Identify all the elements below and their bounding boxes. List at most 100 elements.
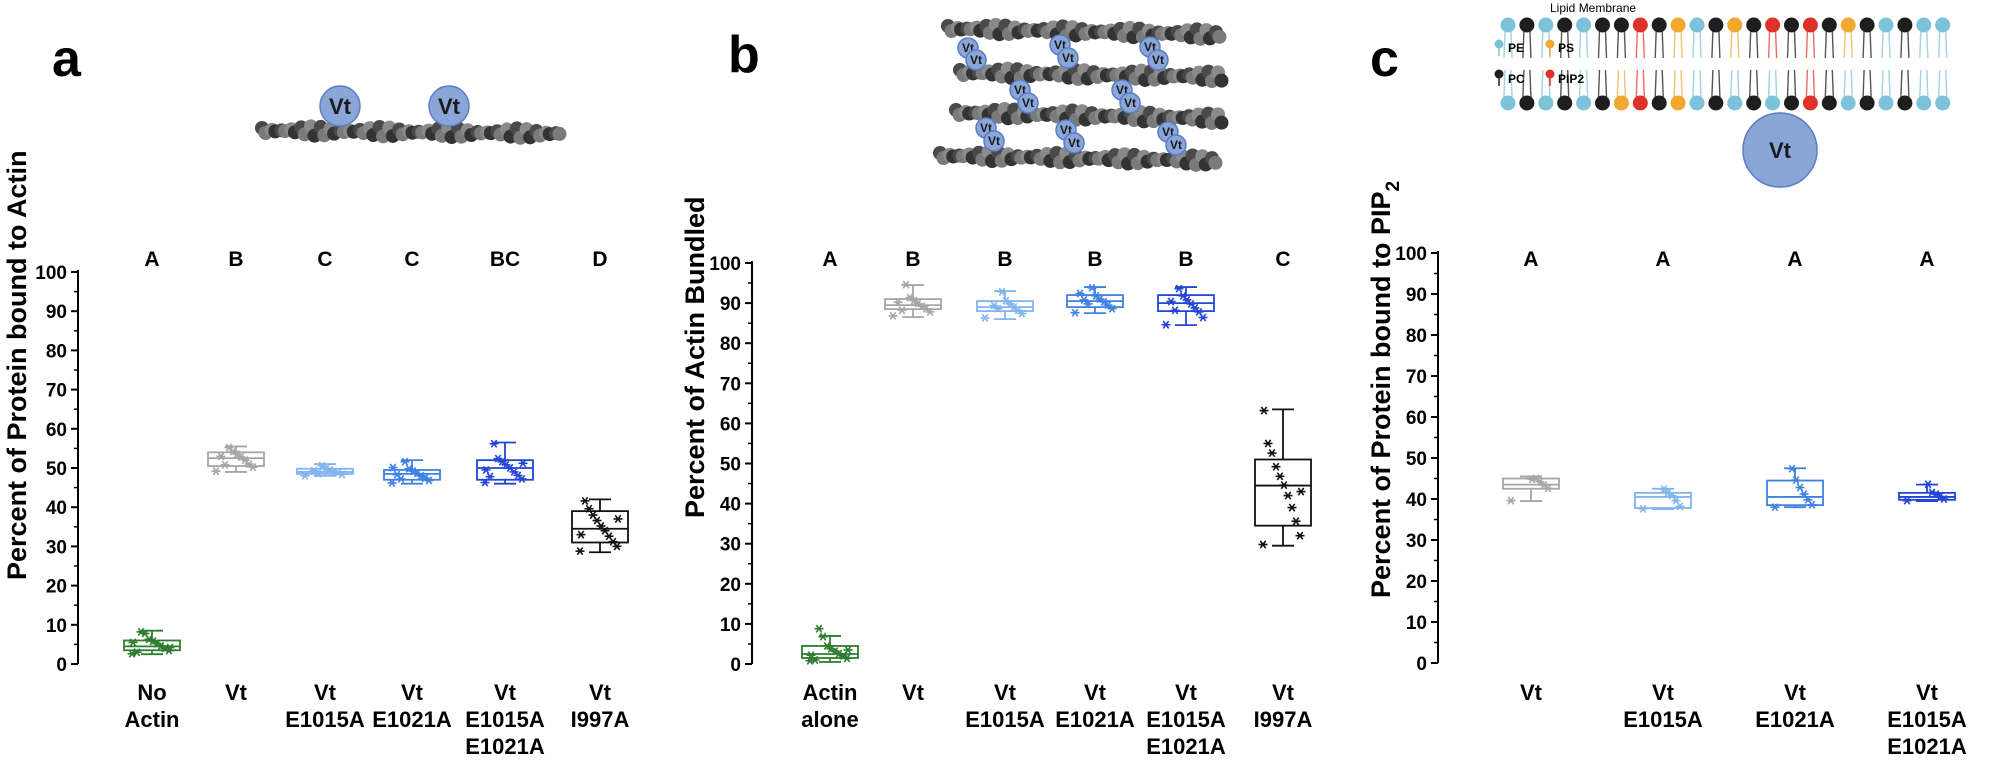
data-point (1663, 488, 1673, 497)
category-label: Actin (803, 680, 858, 705)
lipid-tail (1786, 30, 1797, 59)
lipid-tail (1824, 30, 1834, 59)
data-point-stroke (1276, 472, 1284, 481)
data-point-stroke (831, 647, 839, 656)
lipid-head (1538, 17, 1554, 33)
data-point (1275, 472, 1285, 481)
lipid-tail (1635, 30, 1645, 59)
lipid-head (1670, 17, 1686, 33)
lipid-head (1632, 17, 1648, 33)
data-point-stroke (1171, 306, 1179, 315)
box-group-1 (801, 624, 859, 665)
lipid-head (1916, 95, 1932, 111)
vinculin-tail-label: Vt (1170, 138, 1182, 152)
y-tick-label: 30 (46, 537, 67, 558)
lipid-tail (1938, 69, 1948, 98)
y-tick-label: 40 (1406, 490, 1427, 511)
data-point (993, 304, 1003, 313)
significance-letter: B (1087, 248, 1102, 271)
lipid-tail (1616, 69, 1627, 98)
data-point (165, 643, 175, 652)
data-point (909, 296, 919, 305)
lipid-tail (1749, 30, 1759, 59)
lipid-tail (1522, 30, 1532, 59)
data-point-stroke (233, 450, 241, 459)
lipid-tail (1578, 30, 1589, 59)
data-point-stroke (1014, 306, 1022, 315)
lipid-head (1821, 95, 1837, 111)
y-tick-label: 20 (720, 575, 741, 596)
vinculin-tail-domain (1742, 112, 1818, 188)
data-point-stroke (1676, 502, 1684, 511)
data-point-stroke (926, 307, 934, 317)
lipid-head (1576, 95, 1592, 111)
lipid-tail (1692, 69, 1702, 98)
data-point-stroke (835, 649, 843, 658)
lipid-tail (1805, 30, 1816, 59)
panel-letter-a: a (52, 30, 82, 88)
category-label: E1015A (465, 707, 545, 732)
data-point-stroke (389, 463, 397, 472)
data-point-stroke (157, 641, 165, 651)
lipid-head (1878, 95, 1894, 111)
box-group-3 (296, 461, 354, 480)
data-point-stroke (322, 464, 330, 473)
data-point-stroke (1167, 297, 1175, 306)
data-point-stroke (1284, 491, 1292, 500)
lipid-head (1897, 95, 1913, 111)
data-point-stroke (1800, 490, 1808, 499)
y-tick-label: 80 (46, 341, 67, 362)
data-point (300, 471, 310, 480)
data-point-stroke (1808, 500, 1816, 509)
data-point (1795, 483, 1805, 492)
legend-pc-swatch (1494, 69, 1504, 79)
data-point (1283, 491, 1293, 500)
lipid-tail (1786, 69, 1797, 98)
box-group-2 (884, 280, 942, 321)
significance-letter: B (228, 248, 243, 271)
data-point (576, 530, 586, 539)
data-point (1001, 296, 1011, 305)
data-point-stroke (417, 471, 425, 480)
significance-letter: C (404, 248, 419, 271)
data-point-stroke (1296, 531, 1304, 540)
data-point (1263, 439, 1273, 448)
category-label: E1015A (1887, 707, 1967, 732)
data-point (517, 474, 527, 484)
box-group-2 (1634, 485, 1692, 513)
data-point-stroke (405, 464, 413, 473)
lipid-tail (1560, 69, 1570, 98)
data-point-stroke (128, 649, 136, 658)
significance-letter: BC (490, 248, 520, 271)
category-label: Vt (1520, 680, 1543, 705)
data-point-stroke (601, 526, 609, 535)
data-point (1198, 313, 1208, 322)
category-label: E1021A (372, 707, 452, 732)
data-point (481, 465, 491, 475)
lipid-head (1935, 17, 1951, 33)
data-point-stroke (486, 472, 494, 481)
lipid-tail (1824, 69, 1834, 98)
data-point-stroke (153, 639, 161, 648)
data-point-stroke (409, 467, 417, 476)
lipid-head (1840, 17, 1856, 33)
lipid-head (1670, 95, 1686, 111)
data-point (584, 504, 594, 513)
data-point-stroke (425, 476, 433, 485)
lipid-head (1689, 17, 1705, 33)
lipid-tail (1919, 30, 1929, 59)
data-point-stroke (614, 514, 622, 524)
box-group-1 (1502, 474, 1560, 505)
category-label: Vt (1272, 680, 1295, 705)
significance-letter: B (1178, 248, 1193, 271)
lipid-head (1859, 17, 1875, 33)
data-point (1506, 496, 1516, 505)
data-point (485, 472, 495, 481)
data-point (1291, 517, 1301, 526)
data-point (1770, 503, 1780, 512)
lipid-head (1557, 17, 1573, 33)
data-point-stroke (237, 452, 245, 462)
y-tick-label: 0 (1416, 654, 1427, 675)
